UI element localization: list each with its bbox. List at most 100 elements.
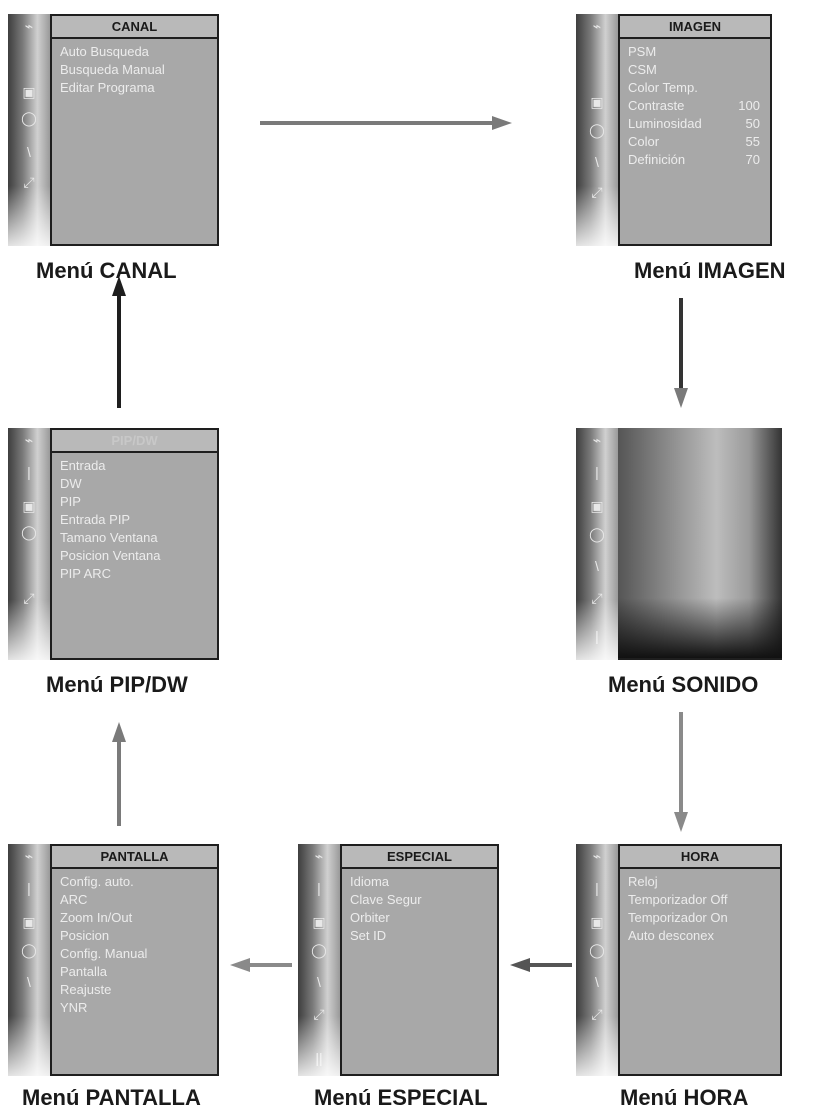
clock-icon: ◯ [589, 942, 605, 958]
speaker-icon: ▣ [590, 914, 604, 930]
screen-icon: ⤢ [313, 1006, 325, 1022]
pip-menu: ⌁ | ▣ ◯ ⤢ PIP/DW Entrada DW PIP Entrada … [8, 428, 219, 660]
item-label: PSM [628, 44, 657, 59]
caption-hora: Menú HORA [620, 1085, 749, 1110]
arrow-down-sonido-to-hora [674, 712, 688, 832]
special-icon: \ [595, 974, 599, 990]
pantalla-menu: ⌁ | ▣ ◯ \ PANTALLA Config. auto. ARC Zoo… [8, 844, 219, 1076]
antenna-icon: ⌁ [314, 848, 324, 864]
menu-icon-strip: ⌁ ▣ ◯ \ ⤢ [576, 14, 618, 246]
menu-item-temporizador-on[interactable]: Temporizador On [628, 910, 728, 925]
pip-icon: | [595, 628, 599, 644]
special-icon: \ [595, 558, 599, 574]
menu-item-entrada[interactable]: Entrada [60, 458, 106, 473]
menu-item-pip-arc[interactable]: PIP ARC [60, 566, 112, 581]
menu-item-ynr[interactable]: YNR [60, 1000, 88, 1015]
clock-icon: ◯ [21, 524, 37, 540]
canal-panel: CANAL Auto Busqueda Busqueda Manual Edit… [50, 14, 219, 246]
menu-item-definicion[interactable]: Definición 70 [628, 151, 770, 169]
clock-icon: ◯ [311, 942, 327, 958]
pip-panel: PIP/DW Entrada DW PIP Entrada PIP Tamano… [50, 428, 219, 660]
menu-item-reloj[interactable]: Reloj [628, 874, 658, 889]
screen-icon: ⤢ [591, 1006, 603, 1022]
menu-item-pip[interactable]: PIP [60, 494, 81, 509]
antenna-icon: ⌁ [592, 432, 602, 448]
caption-pip: Menú PIP/DW [46, 672, 188, 697]
antenna-icon: ⌁ [592, 18, 602, 34]
arrow-left-hora-to-especial [510, 958, 572, 972]
screen-icon: ⤢ [23, 590, 35, 606]
menu-item-clave-segur[interactable]: Clave Segur [350, 892, 422, 907]
antenna-icon: ⌁ [24, 848, 34, 864]
antenna-icon: ⌁ [24, 18, 34, 34]
menu-item-orbiter[interactable]: Orbiter [350, 910, 390, 925]
picture-icon: | [317, 880, 321, 896]
sonido-menu: ⌁ | ▣ ◯ \ ⤢ | [576, 428, 782, 660]
menu-item-auto-busqueda[interactable]: Auto Busqueda [60, 44, 149, 59]
arrow-right-canal-to-imagen [260, 116, 512, 130]
menu-item-busqueda-manual[interactable]: Busqueda Manual [60, 62, 165, 77]
menu-title: HORA [620, 844, 780, 869]
menu-icon-strip: ⌁ | ▣ ◯ \ [8, 844, 50, 1076]
item-value: 100 [738, 98, 760, 113]
menu-item-editar-programa[interactable]: Editar Programa [60, 80, 155, 95]
menu-item-csm[interactable]: CSM [628, 61, 770, 79]
menu-item-pantalla[interactable]: Pantalla [60, 964, 107, 979]
special-icon: \ [27, 974, 31, 990]
clock-icon: ◯ [21, 110, 37, 126]
menu-item-posicion[interactable]: Posicion [60, 928, 110, 943]
arrow-left-especial-to-pantalla [230, 958, 292, 972]
menu-item-psm[interactable]: PSM [628, 43, 770, 61]
caption-especial: Menú ESPECIAL [314, 1085, 488, 1110]
menu-item-contraste[interactable]: Contraste 100 [628, 97, 770, 115]
menu-item-arc[interactable]: ARC [60, 892, 88, 907]
menu-item-tamano-ventana[interactable]: Tamano Ventana [60, 530, 158, 545]
antenna-icon: ⌁ [592, 848, 602, 864]
menu-item-set-id[interactable]: Set ID [350, 928, 387, 943]
caption-sonido: Menú SONIDO [608, 672, 759, 697]
hora-panel: HORA Reloj Temporizador Off Temporizador… [618, 844, 782, 1076]
clock-icon: ◯ [589, 122, 605, 138]
menu-item-idioma[interactable]: Idioma [350, 874, 390, 889]
item-label: Color Temp. [628, 80, 698, 95]
menu-item-config-manual[interactable]: Config. Manual [60, 946, 148, 961]
menu-item-reajuste[interactable]: Reajuste [60, 982, 112, 997]
menu-item-color[interactable]: Color 55 [628, 133, 770, 151]
clock-icon: ◯ [21, 942, 37, 958]
item-value: 70 [745, 152, 760, 167]
menu-icon-strip: ⌁ | ▣ ◯ ⤢ [8, 428, 50, 660]
arrow-up-pip-to-canal [112, 276, 126, 408]
screen-icon: ⤢ [591, 590, 603, 606]
menu-icon-strip: ⌁ ▣ ◯ \ ⤢ [8, 14, 50, 246]
antenna-icon: ⌁ [24, 432, 34, 448]
menu-item-zoom[interactable]: Zoom In/Out [60, 910, 133, 925]
caption-imagen: Menú IMAGEN [634, 258, 786, 283]
sonido-panel [618, 428, 782, 660]
caption-pantalla: Menú PANTALLA [22, 1085, 201, 1110]
item-label: Color [628, 134, 660, 149]
screen-icon: ⤢ [23, 174, 35, 190]
clock-icon: ◯ [589, 526, 605, 542]
especial-panel: ESPECIAL Idioma Clave Segur Orbiter Set … [340, 844, 499, 1076]
caption-canal: Menú CANAL [36, 258, 177, 283]
item-label: Contraste [628, 98, 685, 113]
pip-icon: || [315, 1050, 323, 1066]
menu-item-auto-desconex[interactable]: Auto desconex [628, 928, 715, 943]
menu-item-color-temp[interactable]: Color Temp. [628, 79, 770, 97]
menu-icon-strip: ⌁ | ▣ ◯ \ ⤢ || [298, 844, 340, 1076]
menu-icon-strip: ⌁ | ▣ ◯ \ ⤢ | [576, 428, 618, 660]
menu-title: PIP/DW [52, 428, 217, 453]
speaker-icon: ▣ [22, 84, 36, 100]
menu-item-posicion-ventana[interactable]: Posicion Ventana [60, 548, 161, 563]
menu-item-entrada-pip[interactable]: Entrada PIP [60, 512, 131, 527]
speaker-icon: ▣ [22, 498, 36, 514]
menu-title: ESPECIAL [342, 844, 497, 869]
item-value: 55 [745, 134, 760, 149]
menu-item-dw[interactable]: DW [60, 476, 82, 491]
especial-menu: ⌁ | ▣ ◯ \ ⤢ || ESPECIAL Idioma Clave Seg… [298, 844, 499, 1076]
menu-item-config-auto[interactable]: Config. auto. [60, 874, 134, 889]
item-label: Definición [628, 152, 686, 167]
menu-item-temporizador-off[interactable]: Temporizador Off [628, 892, 728, 907]
